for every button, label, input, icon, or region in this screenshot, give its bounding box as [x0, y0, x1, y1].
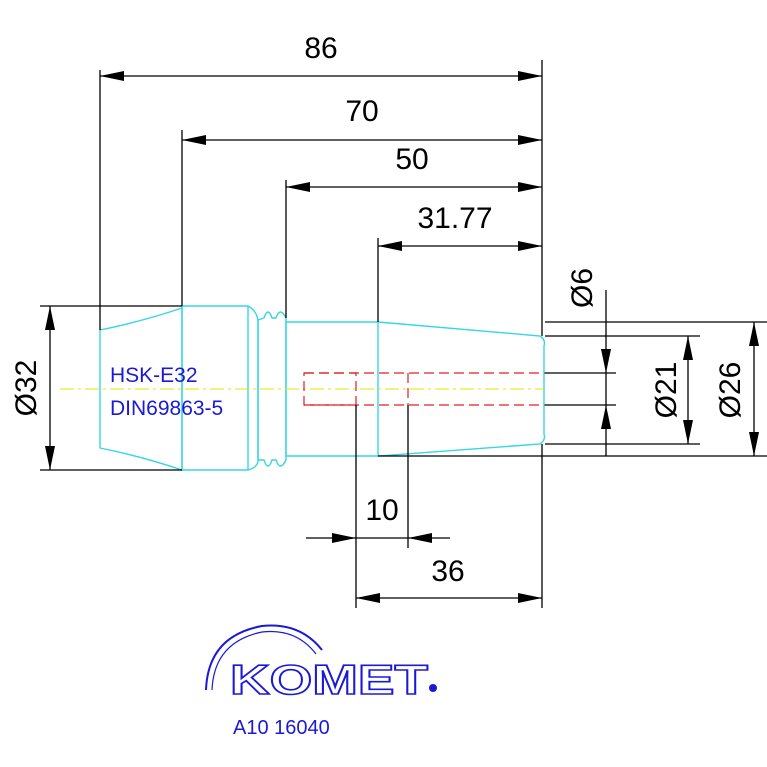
- dim-70-label: 70: [345, 95, 378, 128]
- dia-26-label: Ø26: [714, 362, 747, 419]
- article-number: A10 16040: [233, 717, 330, 739]
- part-label-din: DIN69863-5: [110, 397, 223, 420]
- dim-50-label: 50: [395, 143, 428, 176]
- dim-31-77-label: 31.77: [417, 202, 492, 235]
- horizontal-dimensions: [99, 60, 543, 608]
- hidden-bore: [303, 372, 545, 406]
- part-outline: [99, 305, 546, 471]
- dia-32-label: Ø32: [10, 360, 43, 417]
- dia-6-label: Ø6: [566, 268, 599, 308]
- vertical-dimensions: [40, 290, 767, 471]
- flange: [181, 305, 259, 471]
- groove: [257, 311, 287, 467]
- part-label-hsk: HSK-E32: [110, 364, 198, 387]
- komet-logo-text: KOMET: [230, 656, 428, 703]
- dimension-labels: 86 70 50 31.77 10 36 Ø32 Ø6 Ø21 Ø26: [10, 32, 747, 588]
- dim-10-label: 10: [365, 494, 398, 527]
- dim-36-label: 36: [431, 555, 464, 588]
- dia-21-label: Ø21: [650, 362, 683, 419]
- shank: [285, 321, 546, 457]
- komet-logo-arc: [205, 624, 323, 691]
- dim-86-label: 86: [304, 32, 337, 65]
- registered-mark-icon: [429, 684, 437, 692]
- komet-logo: KOMET: [205, 624, 437, 704]
